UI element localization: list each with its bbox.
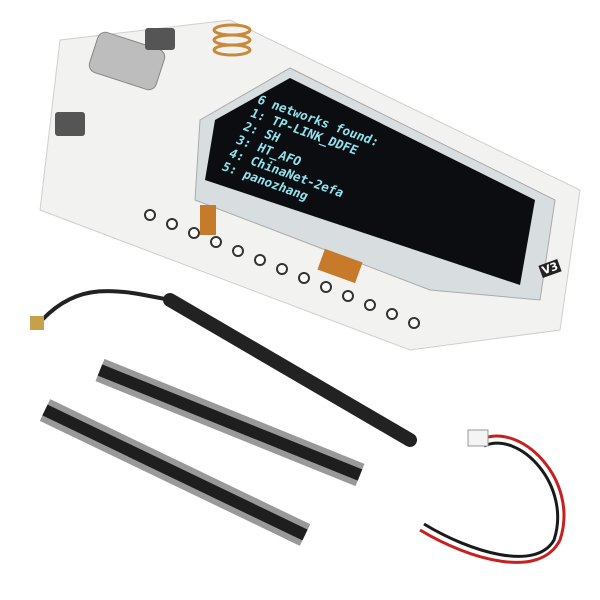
button xyxy=(145,28,175,50)
flex-cable xyxy=(317,248,363,284)
jst-connector xyxy=(467,429,489,447)
flex-cable xyxy=(200,205,216,235)
pin-header xyxy=(39,399,311,546)
spring-antenna-icon xyxy=(212,23,252,57)
battery-cable xyxy=(419,434,566,564)
antenna-rod xyxy=(163,293,417,447)
pin-header xyxy=(95,358,365,487)
button xyxy=(55,112,85,136)
ipex-antenna-cable xyxy=(40,289,171,322)
ipex-connector xyxy=(30,316,44,330)
pin-holes xyxy=(144,209,420,329)
oled-screen xyxy=(205,78,535,285)
